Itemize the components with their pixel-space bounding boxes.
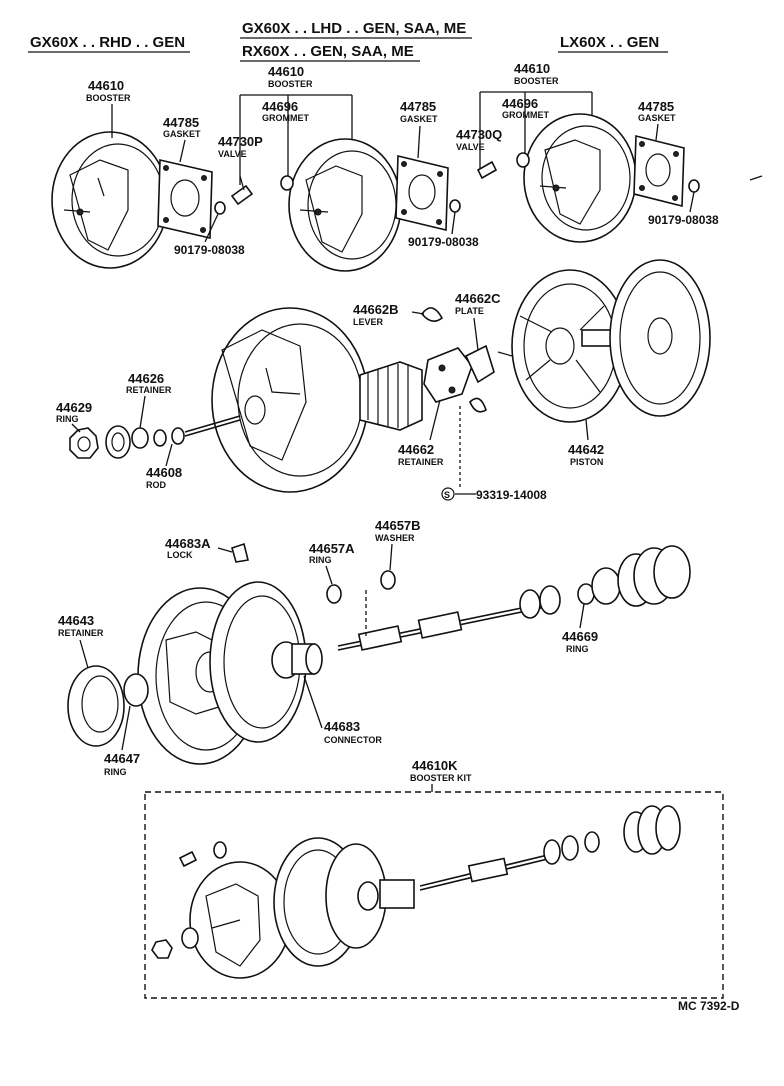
screw-number: 93319-14008 [476,488,547,502]
booster-rhd-drawing [51,131,169,269]
nut-rhd-drawing [214,201,226,215]
part-name: LEVER [353,317,384,327]
part-number: 44643 [58,613,94,628]
part-number: 44669 [562,629,598,644]
retainer-ring-drawing [67,665,125,747]
bolt-number: 90179-08038 [408,235,479,249]
ring-b-drawing [123,673,149,707]
part-number: 44657A [309,541,355,556]
lock-drawing [231,542,249,563]
lever-drawing [420,307,487,413]
bolt-number: 90179-08038 [174,243,245,257]
part-name: GASKET [400,114,438,124]
gasket-lhd-drawing [395,154,449,232]
ring-gear-drawing [69,427,99,459]
boot-drawing [591,545,691,607]
part-number: 44785 [163,115,199,130]
nut-lx-drawing [688,179,700,193]
part-name: BOOSTER [514,76,559,86]
part-name: GASKET [638,113,676,123]
header-rhd: GX60X . . RHD . . GEN [30,34,185,51]
part-number: 44785 [400,99,436,114]
part-number: 44629 [56,400,92,415]
part-number: 44647 [104,751,140,766]
part-number: 44683A [165,536,211,551]
part-name: PISTON [570,457,603,467]
part-number: 44642 [568,442,604,457]
screw-symbol: S [444,490,450,500]
header-rx: RX60X . . GEN, SAA, ME [242,43,414,60]
part-number: 44610 [88,78,124,93]
part-name: BOOSTER [268,79,313,89]
part-name: GROMMET [502,110,549,120]
part-number: 44610 [268,64,304,79]
part-name: RETAINER [126,385,172,395]
part-number: 44608 [146,465,182,480]
part-number: 44662 [398,442,434,457]
bolt-number: 90179-08038 [648,213,719,227]
part-name: RETAINER [398,457,444,467]
washer-drawing [380,570,396,590]
connector-drawing [271,641,323,679]
header-lx: LX60X . . GEN [560,34,659,51]
drawing-code: MC 7392-D [678,999,740,1013]
valve-lx-drawing [476,160,498,180]
diaphragm-spring-drawing [359,361,423,431]
part-name: GASKET [163,129,201,139]
part-name: BOOSTER KIT [410,773,472,783]
part-number: 44662C [455,291,501,306]
part-number: 44696 [262,99,298,114]
valve-rhd-drawing [230,175,254,206]
part-number: 44785 [638,99,674,114]
gasket-lx-drawing [633,134,685,208]
retainer-plate-drawing [423,347,473,403]
part-number: 44610K [412,758,458,773]
grommet-lhd-drawing [280,175,294,191]
part-name: ROD [146,480,167,490]
gasket-rhd-drawing [157,159,213,239]
part-number: 44730Q [456,127,502,142]
nut-lhd-drawing [449,199,461,213]
part-name: RING [56,414,79,424]
plate-drawing [464,344,495,384]
piston-drawing [497,259,711,423]
booster-kit-box [144,791,724,999]
part-name: VALVE [218,149,247,159]
part-number: 44626 [128,371,164,386]
retainer-small-drawing [131,427,167,449]
part-number: 44730P [218,134,263,149]
kit-contents-drawing [151,805,681,979]
part-name: LOCK [167,550,193,560]
valve-rod-drawing [337,585,561,651]
part-number: 44657B [375,518,421,533]
part-name: VALVE [456,142,485,152]
grommet-lx-drawing [516,152,530,168]
part-name: PLATE [455,306,484,316]
booster-lx-drawing [523,113,637,243]
part-name: GROMMET [262,113,309,123]
part-number: 44610 [514,61,550,76]
booster-lhd-drawing [288,138,402,272]
ring-small-drawing [105,425,131,459]
part-name: CONNECTOR [324,735,382,745]
part-number: 44696 [502,96,538,111]
booster-main-drawing [211,307,369,493]
part-name: RETAINER [58,628,104,638]
part-name: RING [309,555,332,565]
header-lhd: GX60X . . LHD . . GEN, SAA, ME [242,20,466,37]
part-name: RING [104,767,127,777]
part-number: 44683 [324,719,360,734]
rod-drawing [171,415,241,445]
part-number: 44662B [353,302,399,317]
part-name: WASHER [375,533,415,543]
ring-a-drawing [326,584,342,604]
part-name: RING [566,644,589,654]
screw-symbol-circle [441,487,455,501]
part-name: BOOSTER [86,93,131,103]
